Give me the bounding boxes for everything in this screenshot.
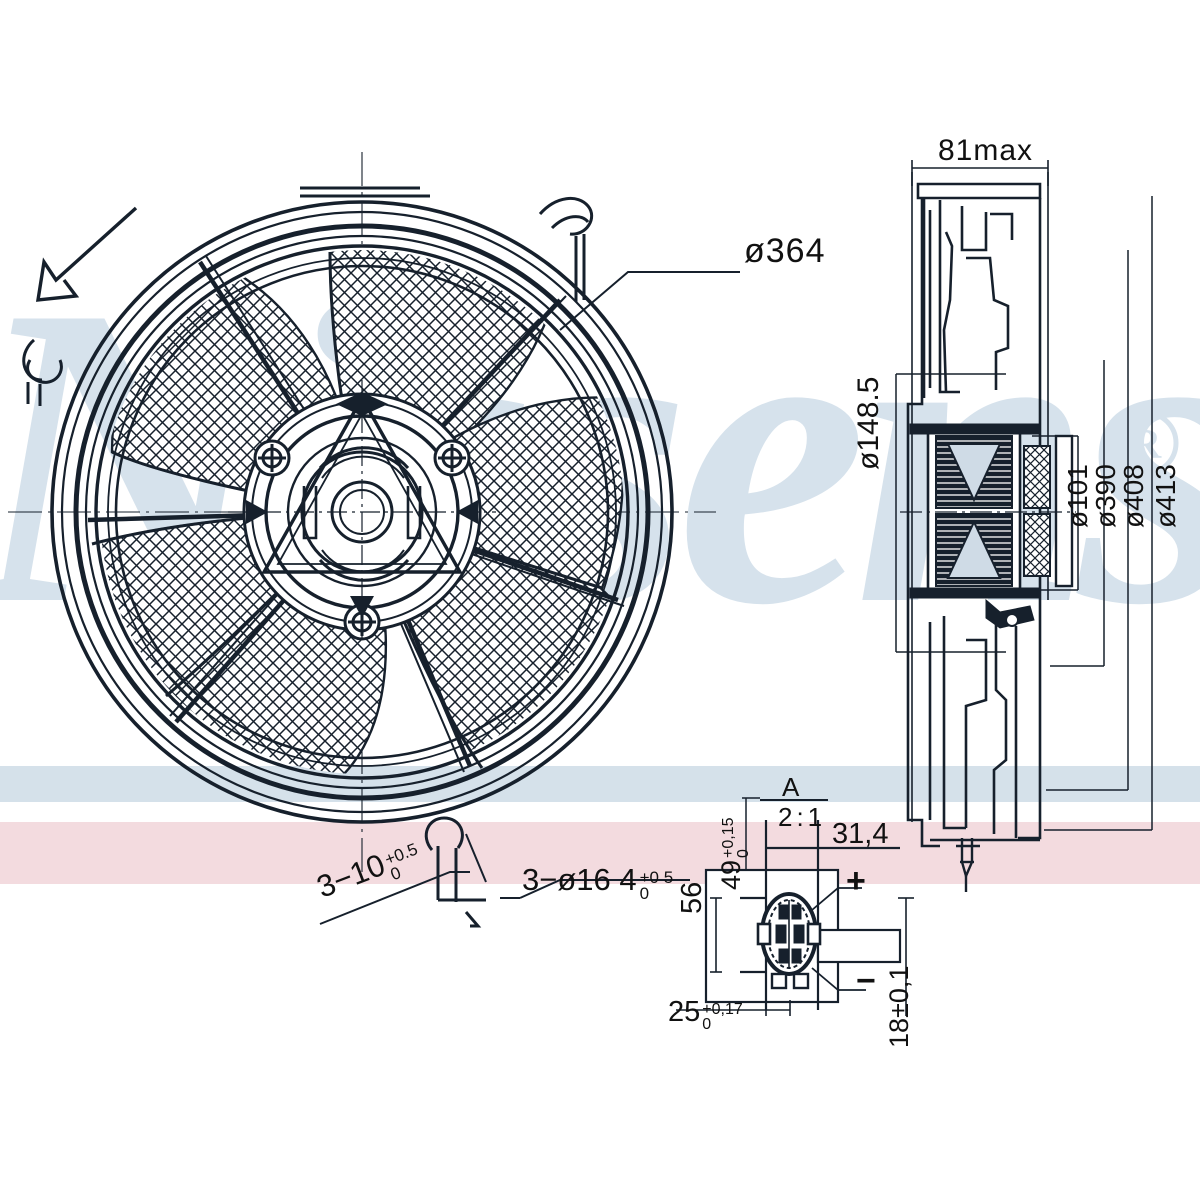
label-detail-18: 18±0,1 bbox=[884, 965, 914, 1048]
label-detail-49-tol-up: +0,15 bbox=[719, 817, 737, 858]
hub-nodes bbox=[246, 392, 478, 618]
label-detail-25-tol-up: +0,17 bbox=[702, 1000, 743, 1018]
dim-25 bbox=[676, 1000, 791, 1016]
dim-56 bbox=[710, 897, 722, 973]
label-detail-25-base: 25 bbox=[668, 996, 701, 1028]
connector-detail-view bbox=[676, 797, 914, 1016]
label-section-width: 81max bbox=[938, 134, 1034, 167]
label-bore-148: ø148.5 bbox=[852, 376, 885, 470]
label-detail-49: 49 +0,15 0 bbox=[716, 817, 752, 890]
label-detail-callout: A bbox=[782, 772, 800, 802]
fan-shroud-rings bbox=[50, 200, 674, 824]
label-detail-25-tol-dn: 0 bbox=[702, 1015, 712, 1033]
label-detail-31-4: 31,4 bbox=[832, 818, 889, 850]
label-detail-scale: 2:1 bbox=[778, 802, 827, 832]
vertical-dimension-lines bbox=[895, 196, 1153, 831]
mount-pin bbox=[930, 838, 1040, 892]
connector-oval bbox=[756, 892, 822, 990]
label-detail-25: 25 +0,17 0 bbox=[668, 996, 743, 1032]
note-hole-3-d16: 3−ø16 4 +0 5 0 bbox=[522, 862, 673, 902]
note-hole-3-d16-base: 3−ø16 4 bbox=[522, 862, 637, 897]
terminal-leaders bbox=[811, 887, 866, 991]
background-bands bbox=[0, 766, 1200, 884]
top-mount-tab bbox=[300, 186, 594, 302]
label-terminal-positive: + bbox=[846, 862, 866, 900]
label-dia-413: ø413 bbox=[1150, 464, 1181, 528]
side-section-view bbox=[895, 160, 1153, 892]
left-mount-tab bbox=[22, 338, 63, 406]
fan-hub-assembly bbox=[228, 380, 496, 644]
note-hole-3-d16-tol-dn: 0 bbox=[639, 883, 650, 903]
front-fan-view bbox=[8, 152, 740, 928]
label-detail-49-tol-dn: 0 bbox=[734, 849, 752, 858]
label-terminal-negative: − bbox=[856, 962, 876, 1000]
motor-core bbox=[900, 423, 1076, 629]
label-detail-56: 56 bbox=[676, 881, 708, 914]
dim-81max bbox=[911, 160, 1049, 822]
hole-note-leaders bbox=[319, 833, 690, 925]
label-fan-diameter: ø364 bbox=[744, 232, 826, 270]
bottom-mount-foot bbox=[424, 816, 486, 928]
diameter-leader bbox=[559, 271, 740, 331]
dim-18 bbox=[898, 897, 914, 1016]
label-dia-408: ø408 bbox=[1118, 464, 1149, 528]
rotation-direction-arrow bbox=[35, 206, 138, 302]
label-detail-49-base: 49 bbox=[716, 859, 746, 890]
shroud-profile bbox=[906, 182, 1042, 848]
note-hole-3-d16-tol-up: +0 5 bbox=[639, 867, 674, 887]
svg-text:R: R bbox=[1131, 422, 1162, 468]
